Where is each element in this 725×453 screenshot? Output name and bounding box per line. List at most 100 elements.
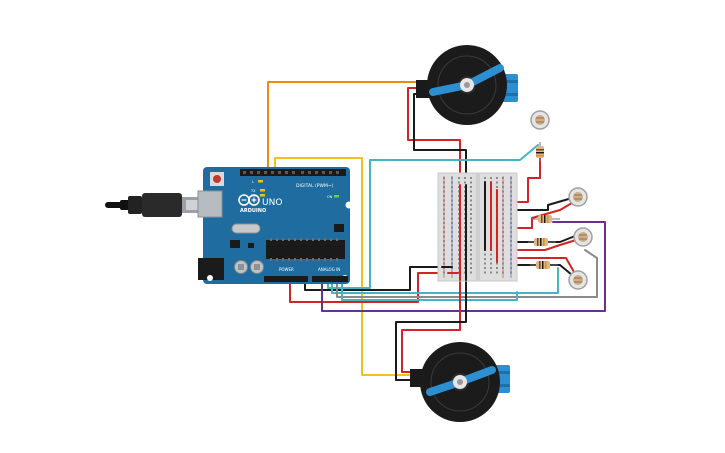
wire-orange-signal-top-servo bbox=[267, 81, 424, 171]
breadboard-hole bbox=[443, 222, 445, 224]
wire-black-bottom-servo-ground bbox=[395, 279, 467, 381]
breadboard-hole bbox=[470, 204, 472, 206]
wire-red-sensor-4 bbox=[507, 239, 577, 251]
breadboard-hole bbox=[470, 240, 472, 242]
breadboard-hole bbox=[510, 199, 512, 202]
breadboard-hole bbox=[470, 177, 472, 179]
breadboard-hole bbox=[484, 258, 486, 260]
arduino-logo bbox=[238, 194, 260, 206]
breadboard-hole bbox=[510, 181, 512, 184]
wire-yellow-signal-bottom-servo bbox=[274, 157, 413, 376]
breadboard-hole bbox=[496, 181, 498, 184]
breadboard-hole bbox=[451, 213, 453, 215]
breadboard-hole bbox=[443, 240, 445, 242]
breadboard-hole bbox=[443, 231, 445, 233]
breadboard-hole bbox=[496, 177, 498, 179]
wire-cyan-sensor-1 bbox=[327, 144, 539, 289]
breadboard-hole bbox=[451, 190, 453, 193]
wire-cyan-analog bbox=[331, 267, 559, 294]
breadboard-hole bbox=[502, 195, 504, 197]
breadboard-hole bbox=[502, 177, 504, 179]
wire-cyan-analog-2 bbox=[341, 275, 518, 301]
breadboard-hole bbox=[510, 213, 512, 215]
breadboard-hole bbox=[510, 258, 512, 260]
breadboard-hole bbox=[443, 186, 445, 188]
wire-red-sensor-4b bbox=[507, 257, 575, 273]
breadboard-hole bbox=[510, 244, 512, 247]
breadboard-hole bbox=[451, 204, 453, 206]
breadboard-hole bbox=[470, 226, 472, 229]
wire-red-sensor-3 bbox=[507, 202, 573, 229]
breadboard-hole bbox=[451, 235, 453, 238]
breadboard-hole bbox=[451, 199, 453, 202]
breadboard-hole bbox=[470, 181, 472, 184]
breadboard-hole bbox=[470, 262, 472, 265]
breadboard-hole bbox=[470, 213, 472, 215]
wire-purple-analog bbox=[321, 221, 606, 312]
breadboard-hole bbox=[510, 267, 512, 269]
breadboard-hole bbox=[458, 177, 460, 179]
mount-hole bbox=[345, 201, 353, 209]
breadboard-hole bbox=[502, 235, 504, 238]
breadboard-hole bbox=[490, 258, 492, 260]
breadboard-hole bbox=[502, 249, 504, 251]
power-header-label: POWER bbox=[279, 267, 294, 272]
usb-cable bbox=[105, 193, 204, 217]
breadboard-hole bbox=[484, 177, 486, 179]
photoresistor-2 bbox=[568, 187, 588, 207]
breadboard-hole bbox=[496, 271, 498, 274]
breadboard-hole bbox=[502, 208, 504, 211]
breadboard-hole bbox=[458, 181, 460, 184]
breadboard-hole bbox=[470, 222, 472, 224]
breadboard-hole bbox=[496, 267, 498, 269]
breadboard-hole bbox=[451, 244, 453, 247]
breadboard-hole bbox=[451, 195, 453, 197]
breadboard-hole bbox=[451, 262, 453, 265]
breadboard-hole bbox=[443, 208, 445, 211]
breadboard-hole bbox=[490, 267, 492, 269]
breadboard-hole bbox=[490, 177, 492, 179]
breadboard bbox=[437, 172, 518, 282]
breadboard-hole bbox=[510, 262, 512, 265]
breadboard-hole bbox=[510, 190, 512, 193]
breadboard-hole bbox=[470, 244, 472, 247]
breadboard-hole bbox=[451, 253, 453, 256]
wire-red-top-servo-power bbox=[407, 87, 461, 186]
breadboard-hole bbox=[502, 222, 504, 224]
analog-header bbox=[312, 276, 348, 282]
breadboard-hole bbox=[451, 208, 453, 211]
breadboard-hole bbox=[443, 213, 445, 215]
breadboard-hole bbox=[502, 199, 504, 202]
breadboard-hole bbox=[510, 177, 512, 179]
breadboard-hole bbox=[502, 226, 504, 229]
arduino-uno: DIGITAL (PWM~) ARDUINO UNO TX RX L ON bbox=[197, 167, 353, 284]
photoresistor-3 bbox=[573, 227, 593, 247]
wire-black-ground-to-arduino bbox=[304, 266, 443, 291]
breadboard-hole bbox=[510, 208, 512, 211]
breadboard-hole bbox=[443, 235, 445, 238]
wire-red-power-to-arduino bbox=[289, 272, 449, 303]
breadboard-hole bbox=[451, 217, 453, 220]
breadboard-hole bbox=[490, 253, 492, 256]
breadboard-hole bbox=[502, 262, 504, 265]
dc-jack bbox=[198, 258, 224, 280]
breadboard-hole bbox=[510, 222, 512, 224]
breadboard-hole bbox=[484, 253, 486, 256]
breadboard-hole bbox=[470, 199, 472, 202]
breadboard-hole bbox=[502, 204, 504, 206]
breadboard-hole bbox=[451, 186, 453, 188]
digital-header-label: DIGITAL (PWM~) bbox=[296, 183, 334, 189]
breadboard-hole bbox=[502, 186, 504, 188]
breadboard-hole bbox=[470, 267, 472, 269]
wire-red-bottom-servo-power bbox=[401, 279, 461, 373]
breadboard-hole bbox=[451, 226, 453, 229]
power-header bbox=[264, 276, 308, 282]
servo-bottom bbox=[410, 342, 510, 422]
breadboard-hole bbox=[484, 262, 486, 265]
breadboard-hole bbox=[443, 258, 445, 260]
breadboard-hole bbox=[470, 271, 472, 274]
breadboard-hole bbox=[490, 271, 492, 274]
brand-label: ARDUINO bbox=[240, 208, 266, 214]
breadboard-hole bbox=[502, 213, 504, 215]
breadboard-hole bbox=[510, 235, 512, 238]
